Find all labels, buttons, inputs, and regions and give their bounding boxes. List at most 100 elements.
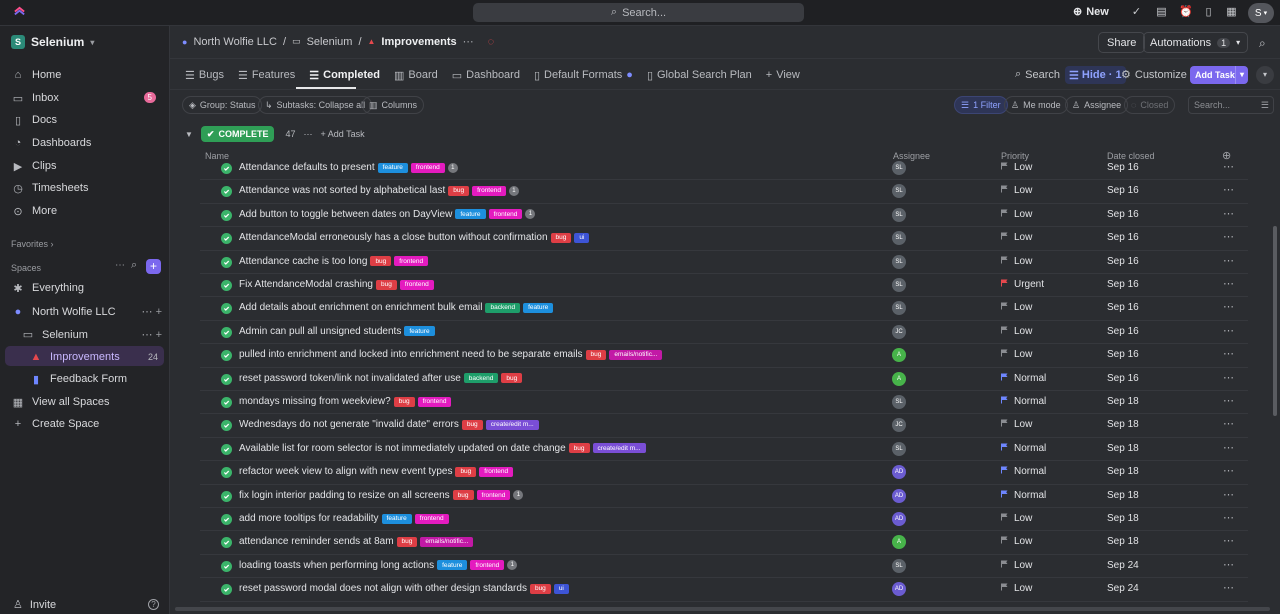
tag-bug[interactable]: bug bbox=[393, 396, 415, 407]
task-search-input[interactable]: Search...☰ bbox=[1188, 96, 1274, 114]
date-closed[interactable]: Sep 18 bbox=[1107, 489, 1139, 501]
collapse-caret-icon[interactable]: ▼ bbox=[185, 129, 193, 139]
tab-board[interactable]: ▥Board bbox=[393, 69, 438, 82]
sidebar-item-create-space[interactable]: +Create Space bbox=[12, 418, 162, 430]
sidebar-item-docs[interactable]: ▯Docs bbox=[12, 114, 162, 127]
date-closed[interactable]: Sep 16 bbox=[1107, 255, 1139, 267]
tag-feature[interactable]: feature bbox=[455, 209, 486, 220]
status-check-icon[interactable] bbox=[221, 233, 232, 245]
table-row[interactable]: Add button to toggle between dates on Da… bbox=[200, 204, 1248, 228]
avatar[interactable]: A bbox=[892, 535, 906, 550]
tab-features[interactable]: ☰Features bbox=[237, 69, 296, 82]
date-closed[interactable]: Sep 18 bbox=[1107, 442, 1139, 454]
column-header-date-closed[interactable]: Date closed bbox=[1107, 151, 1155, 161]
status-check-icon[interactable] bbox=[221, 373, 232, 385]
avatar[interactable]: AD bbox=[892, 488, 906, 503]
new-button[interactable]: ⊕New bbox=[1073, 5, 1109, 19]
tag-bug[interactable]: bug bbox=[455, 466, 477, 477]
avatar[interactable]: SL bbox=[892, 441, 906, 456]
sidebar-item-home[interactable]: ⌂Home bbox=[12, 69, 162, 81]
tag-bug[interactable]: bug bbox=[375, 279, 397, 290]
priority-cell[interactable]: Low bbox=[1001, 583, 1032, 594]
task-title[interactable]: Attendance was not sorted by alphabetica… bbox=[239, 185, 446, 197]
tab-default-formats[interactable]: ▯Default Formats● bbox=[533, 69, 633, 82]
status-check-icon[interactable] bbox=[221, 560, 232, 572]
task-title[interactable]: refactor week view to align with new eve… bbox=[239, 466, 453, 478]
status-check-icon[interactable] bbox=[221, 420, 232, 432]
date-closed[interactable]: Sep 16 bbox=[1107, 185, 1139, 197]
column-header-priority[interactable]: Priority bbox=[1001, 151, 1030, 161]
priority-cell[interactable]: Normal bbox=[1001, 466, 1046, 477]
column-header-name[interactable]: Name bbox=[205, 151, 230, 161]
date-closed[interactable]: Sep 16 bbox=[1107, 162, 1139, 173]
sidebar-item-feedback-form[interactable]: ▮Feedback Form bbox=[30, 373, 180, 386]
folder-actions-icon[interactable]: ⋯ + bbox=[141, 329, 162, 341]
user-avatar-menu[interactable]: S▾ bbox=[1248, 3, 1274, 23]
help-icon[interactable]: ? bbox=[148, 599, 159, 610]
invite-button[interactable]: ♙Invite bbox=[13, 598, 57, 612]
tag-frontend[interactable]: frontend bbox=[414, 513, 449, 524]
more-options-icon[interactable]: ⋯ bbox=[462, 36, 474, 48]
status-check-icon[interactable] bbox=[221, 186, 232, 198]
table-row[interactable]: Attendance was not sorted by alphabetica… bbox=[200, 180, 1248, 204]
hide-button[interactable]: ☰Hide · 1 bbox=[1065, 66, 1126, 84]
tab-dashboard[interactable]: ▭Dashboard bbox=[451, 69, 520, 82]
avatar[interactable]: AD bbox=[892, 582, 906, 597]
me-mode-chip[interactable]: ♙Me mode bbox=[1004, 96, 1068, 114]
subtask-count-badge[interactable]: 1 bbox=[525, 209, 536, 220]
tag-feature[interactable]: feature bbox=[377, 162, 408, 173]
status-check-icon[interactable] bbox=[221, 443, 232, 455]
date-closed[interactable]: Sep 24 bbox=[1107, 583, 1139, 595]
row-more-icon[interactable]: ⋯ bbox=[1223, 324, 1235, 337]
search-icon[interactable]: ⌕ bbox=[1259, 36, 1266, 50]
priority-cell[interactable]: Urgent bbox=[1001, 279, 1044, 290]
tag-emails[interactable]: emails/notific... bbox=[609, 349, 663, 360]
status-check-icon[interactable] bbox=[221, 256, 232, 268]
row-more-icon[interactable]: ⋯ bbox=[1223, 348, 1235, 361]
task-title[interactable]: Available list for room selector is not … bbox=[239, 442, 566, 454]
tag-frontend[interactable]: frontend bbox=[470, 560, 505, 571]
sidebar-item-dashboards[interactable]: ◔Dashboards bbox=[12, 137, 162, 149]
avatar[interactable]: SL bbox=[892, 278, 906, 292]
tag-frontend[interactable]: frontend bbox=[417, 396, 452, 407]
tag-bug[interactable]: bug bbox=[448, 185, 470, 196]
customize-button[interactable]: ⚙Customize bbox=[1121, 68, 1187, 82]
task-name[interactable]: reset password token/link not invalidate… bbox=[239, 373, 523, 384]
tag-frontend[interactable]: frontend bbox=[479, 466, 514, 477]
breadcrumb-folder[interactable]: Selenium bbox=[306, 35, 353, 48]
tag-create[interactable]: create/edit m... bbox=[592, 443, 646, 454]
tag-feature[interactable]: feature bbox=[404, 326, 435, 337]
group-by-chip[interactable]: ◈Group: Status bbox=[182, 96, 263, 114]
row-more-icon[interactable]: ⋯ bbox=[1223, 512, 1235, 524]
task-title[interactable]: Attendance defaults to present bbox=[239, 162, 375, 173]
table-row[interactable]: pulled into enrichment and locked into e… bbox=[200, 344, 1248, 368]
subtask-count-badge[interactable]: 1 bbox=[508, 185, 519, 196]
date-closed[interactable]: Sep 16 bbox=[1107, 279, 1139, 290]
task-name[interactable]: Available list for room selector is not … bbox=[239, 443, 646, 454]
priority-cell[interactable]: Low bbox=[1001, 232, 1032, 243]
row-more-icon[interactable]: ⋯ bbox=[1223, 558, 1235, 571]
task-name[interactable]: Attendance was not sorted by alphabetica… bbox=[239, 185, 519, 196]
table-row[interactable]: Available list for room selector is not … bbox=[200, 438, 1248, 462]
avatar[interactable]: SL bbox=[892, 184, 906, 199]
avatar[interactable]: SL bbox=[892, 395, 906, 409]
priority-cell[interactable]: Normal bbox=[1001, 443, 1046, 454]
priority-cell[interactable]: Low bbox=[1001, 185, 1032, 196]
tag-bug[interactable]: bug bbox=[452, 490, 474, 501]
status-check-icon[interactable] bbox=[221, 467, 232, 479]
task-title[interactable]: attendance reminder sends at 8am bbox=[239, 536, 394, 548]
avatar[interactable]: JC bbox=[892, 418, 906, 433]
subtask-count-badge[interactable]: 1 bbox=[447, 162, 458, 173]
collapse-toggle-icon[interactable]: ▾ bbox=[1256, 66, 1274, 84]
task-title[interactable]: Add button to toggle between dates on Da… bbox=[239, 208, 453, 220]
priority-cell[interactable]: Low bbox=[1001, 302, 1032, 313]
tag-backend[interactable]: backend bbox=[463, 373, 499, 384]
filter-chip[interactable]: ☰1 Filter bbox=[954, 96, 1008, 114]
task-title[interactable]: add more tooltips for readability bbox=[239, 513, 379, 524]
